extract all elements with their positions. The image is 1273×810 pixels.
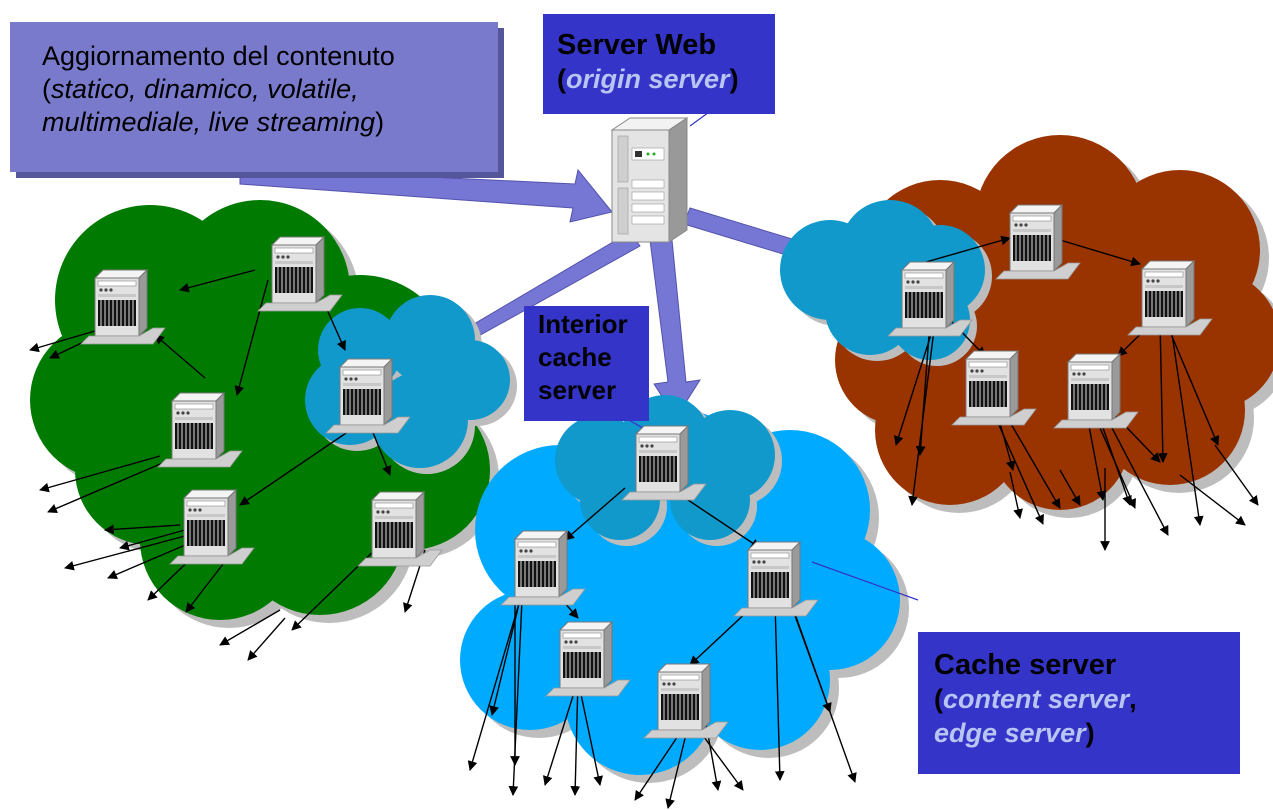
cache-subtitle-2: edge server): [934, 716, 1240, 750]
cache-italic-2: edge server: [934, 718, 1086, 748]
open-paren: (: [42, 74, 51, 104]
cache-italic-1: content server: [943, 684, 1130, 714]
cache-server-label: Cache server (content server, edge serve…: [918, 632, 1240, 774]
arrow-to-blue-cloud: [649, 239, 702, 419]
arrow-to-origin: [239, 167, 613, 223]
comma: ,: [1129, 684, 1137, 714]
open-paren: (: [557, 64, 566, 94]
interior-line-1: Interior: [538, 309, 628, 339]
close-paren: ): [375, 107, 385, 137]
origin-subtitle: (origin server): [557, 62, 775, 96]
interior-cache-label: Interior cache server: [524, 306, 649, 421]
update-line-3: multimediale, live streaming): [42, 106, 476, 139]
content-update-label: Aggiornamento del contenuto (statico, di…: [10, 22, 498, 172]
interior-line-3: server: [538, 375, 617, 405]
interior-line-2: cache: [538, 342, 612, 372]
origin-server-icon: [610, 117, 689, 243]
close-paren: ): [729, 64, 739, 94]
origin-title: Server Web: [557, 29, 717, 61]
cache-subtitle-1: (content server,: [934, 682, 1240, 716]
update-line-1: Aggiornamento del contenuto: [42, 41, 395, 71]
origin-server-label: Server Web (origin server): [543, 14, 775, 114]
content-types-2: multimediale, live streaming: [42, 107, 376, 137]
cache-title: Cache server: [934, 649, 1117, 681]
content-types-1: statico, dinamico, volatile,: [51, 74, 359, 104]
origin-italic: origin server: [566, 64, 730, 94]
open-paren: (: [934, 684, 943, 714]
close-paren: ): [1085, 718, 1095, 748]
update-line-2: (statico, dinamico, volatile,: [42, 73, 476, 106]
